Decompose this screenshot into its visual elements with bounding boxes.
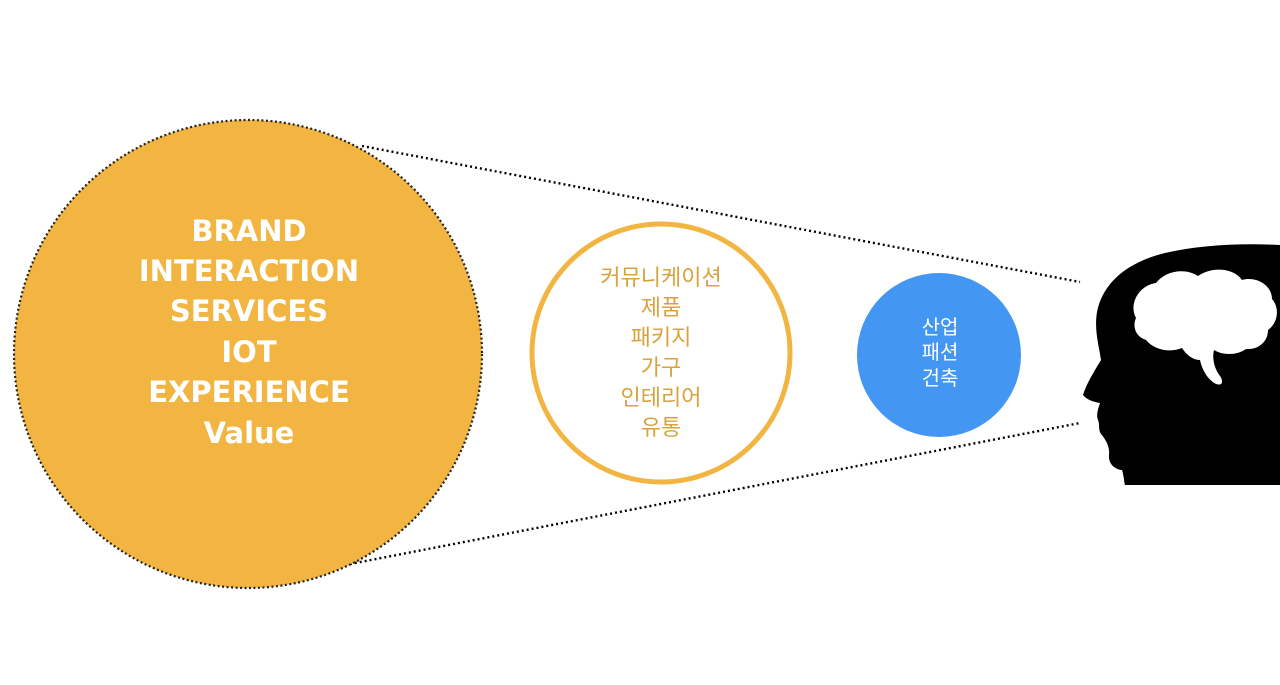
big-circle-line-3: SERVICES bbox=[170, 294, 328, 328]
small-circle-line-3: 건축 bbox=[922, 366, 959, 390]
small-circle-line-2: 패션 bbox=[922, 340, 959, 364]
big-circle bbox=[12, 118, 484, 590]
mid-circle bbox=[529, 221, 793, 485]
mid-circle-line-5: 인테리어 bbox=[621, 386, 702, 411]
beam-line-top bbox=[361, 144, 1081, 284]
small-circle-group: 산업 패션 건축 bbox=[857, 273, 1021, 437]
mid-circle-line-1: 커뮤니케이션 bbox=[600, 266, 721, 291]
big-circle-line-6: Value bbox=[204, 416, 295, 450]
small-circle bbox=[857, 273, 1021, 437]
small-circle-line-1: 산업 bbox=[922, 315, 959, 339]
big-circle-line-2: INTERACTION bbox=[139, 254, 359, 288]
mid-circle-line-2: 제품 bbox=[641, 296, 681, 321]
mid-circle-line-3: 패키지 bbox=[631, 326, 692, 351]
human-head-brain-icon bbox=[1083, 244, 1280, 485]
mid-circle-line-6: 유통 bbox=[641, 416, 681, 441]
mid-circle-line-4: 가구 bbox=[641, 356, 681, 381]
big-circle-group: BRAND INTERACTION SERVICES IOT EXPERIENC… bbox=[12, 118, 484, 590]
big-circle-line-1: BRAND bbox=[191, 214, 306, 248]
brain-shape bbox=[1133, 269, 1277, 385]
big-circle-line-4: IOT bbox=[221, 335, 276, 369]
mid-circle-group: 커뮤니케이션 제품 패키지 가구 인테리어 유통 bbox=[529, 221, 793, 485]
big-circle-line-5: EXPERIENCE bbox=[148, 375, 350, 409]
